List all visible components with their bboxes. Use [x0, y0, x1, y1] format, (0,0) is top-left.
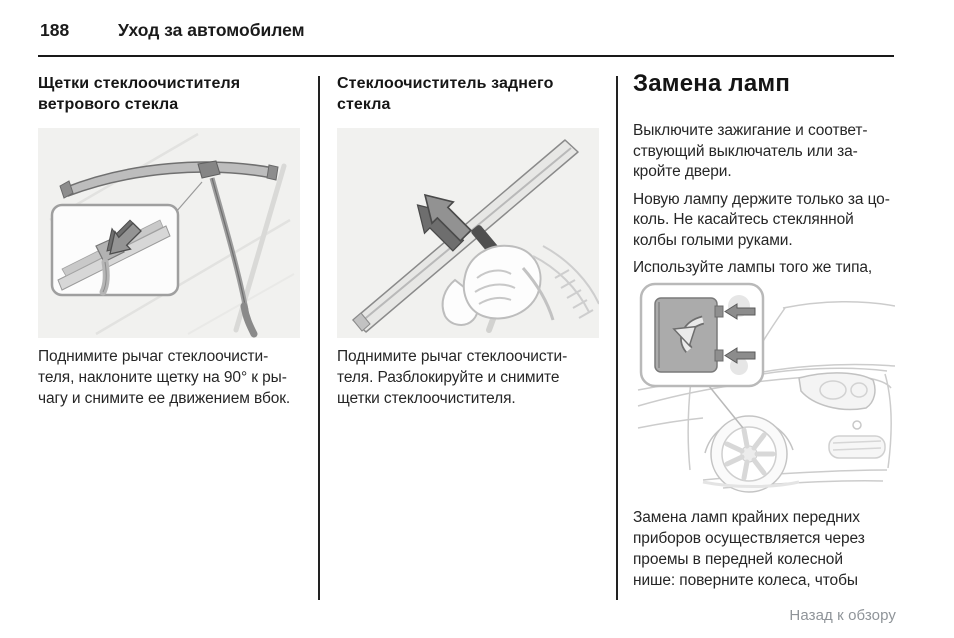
- lamps-paragraph: Новую лампу держите только за цо- коль. …: [633, 190, 890, 249]
- lamps-paragraph: Выключите зажигание и соответ- ствующий …: [633, 122, 868, 180]
- header-rule: [38, 55, 894, 57]
- lamps-heading: Замена ламп: [633, 70, 791, 97]
- inset-leader-line: [708, 385, 744, 429]
- sleeve: [521, 245, 599, 321]
- hand: [441, 244, 542, 326]
- rear-wiper-heading: Стеклоочиститель заднего стекла: [337, 75, 554, 113]
- back-to-overview-link[interactable]: Назад к обзору: [789, 607, 896, 624]
- rear-wiper-illustration: [337, 128, 599, 338]
- windshield-wiper-illustration: [38, 128, 300, 338]
- windshield-wiper-drawing: [38, 128, 300, 338]
- left-arrow-icon: [724, 347, 756, 364]
- panel-tab: [714, 305, 724, 318]
- access-panel-inset: [639, 282, 765, 388]
- panel-tab: [714, 349, 724, 362]
- wiper-arm: [209, 177, 258, 338]
- lamps-paragraph-wheel-niche: Замена ламп крайних передних приборов ос…: [633, 509, 865, 589]
- lamp-access-illustration: [633, 278, 895, 494]
- down-left-arrow-icon: [106, 219, 142, 255]
- front-wiper-heading: Щетки стеклоочистителя ветрового стекла: [38, 75, 241, 113]
- column-divider: [318, 76, 320, 600]
- headlight: [798, 372, 876, 411]
- front-wheel: [702, 415, 800, 493]
- removal-inset: [50, 203, 180, 297]
- rear-wiper-drawing: [337, 128, 599, 338]
- left-arrow-icon: [724, 303, 756, 320]
- lamps-paragraphs: Выключите зажигание и соответ- ствующий …: [633, 121, 913, 306]
- bumper-details: [828, 420, 886, 459]
- car-front-drawing: [633, 278, 895, 494]
- column-divider: [616, 76, 618, 600]
- inset-leader-line: [175, 181, 203, 213]
- up-left-arrow-icon: [416, 193, 473, 252]
- curved-arrow-icon: [672, 315, 705, 353]
- front-wiper-caption: Поднимите рычаг стеклоочисти- теля, накл…: [38, 348, 291, 407]
- page-title: Уход за автомобилем: [118, 20, 305, 40]
- page-number: 188: [40, 20, 70, 40]
- rear-wiper-caption: Поднимите рычаг стеклоочисти- теля. Разб…: [337, 348, 568, 407]
- wiper-blade: [59, 160, 279, 199]
